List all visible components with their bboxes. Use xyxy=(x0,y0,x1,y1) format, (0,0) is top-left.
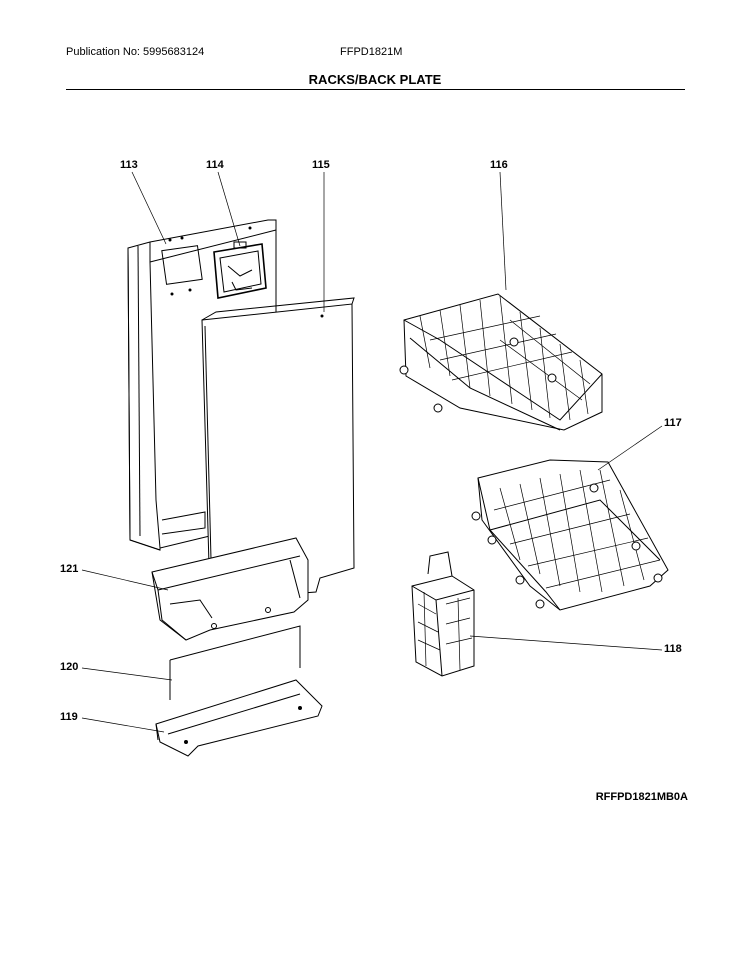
callout-119: 119 xyxy=(60,711,78,723)
header-rule xyxy=(66,89,685,90)
page-title: RACKS/BACK PLATE xyxy=(308,72,442,87)
diagram-reference-code: RFFPD1821MB0A xyxy=(595,791,688,803)
callout-121: 121 xyxy=(60,563,78,575)
part-117-lower-rack xyxy=(471,459,669,611)
callout-114: 114 xyxy=(206,159,225,171)
part-121-lower-cover xyxy=(151,537,309,641)
part-116-upper-rack xyxy=(399,293,603,431)
callout-116: 116 xyxy=(490,159,508,171)
callout-115: 115 xyxy=(312,159,330,171)
callout-113: 113 xyxy=(120,159,138,171)
callout-117: 117 xyxy=(664,417,682,429)
publication-number: Publication No: 5995683124 xyxy=(66,46,205,58)
part-119-bottom-bracket xyxy=(155,679,323,757)
part-114-bracket xyxy=(213,241,267,299)
model-number: FFPD1821M xyxy=(340,46,403,58)
callout-120: 120 xyxy=(60,661,78,673)
leader-lines xyxy=(81,171,663,733)
callout-118: 118 xyxy=(664,643,682,655)
part-118-cutlery-basket xyxy=(411,551,475,677)
